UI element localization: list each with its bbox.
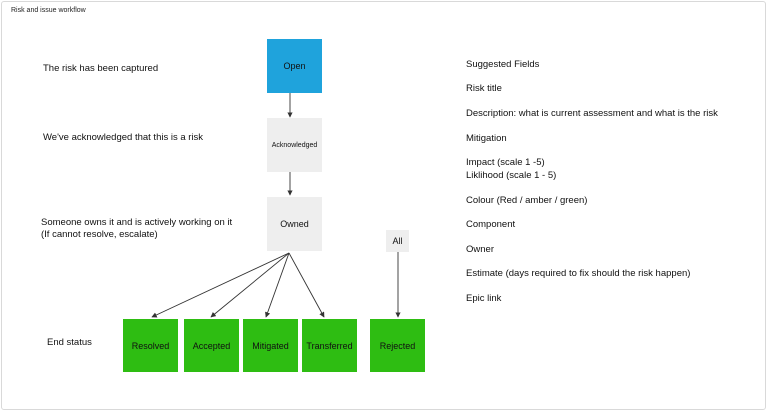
field-impact: Impact (scale 1 -5) (466, 157, 545, 168)
suggested-fields-heading: Suggested Fields (466, 59, 540, 70)
field-owner: Owner (466, 244, 494, 255)
arrow-owned-to-mitigated (265, 252, 290, 318)
field-colour: Colour (Red / amber / green) (466, 195, 588, 206)
stage-acknowledged-description: We've acknowledged that this is a risk (43, 132, 204, 143)
field-component: Component (466, 219, 516, 230)
frame-title: Risk and issue workflow (11, 7, 86, 14)
field-description: Description: what is current assessment … (466, 108, 718, 119)
field-risk-title: Risk title (466, 83, 502, 94)
status-owned-node[interactable]: Owned (267, 197, 322, 251)
field-estimate: Estimate (days required to fix should th… (466, 268, 691, 279)
arrow-owned-to-accepted (210, 252, 290, 318)
end-status-transferred[interactable]: Transferred (302, 319, 357, 372)
stage-owned-description-line2: (If cannot resolve, escalate) (41, 229, 158, 240)
stage-owned-description-line1: Someone owns it and is actively working … (41, 217, 233, 228)
end-status-label: End status (47, 337, 92, 348)
arrow-owned-to-transferred (288, 252, 325, 318)
stage-owned-description: Someone owns it and is actively working … (41, 217, 232, 241)
status-acknowledged-node[interactable]: Acknowledged (267, 118, 322, 172)
field-mitigation: Mitigation (466, 133, 507, 144)
end-status-mitigated[interactable]: Mitigated (243, 319, 298, 372)
arrow-owned-to-resolved (151, 252, 290, 318)
stage-open-description: The risk has been captured (43, 63, 159, 74)
end-status-resolved[interactable]: Resolved (123, 319, 178, 372)
field-likelihood: Liklihood (scale 1 - 5) (466, 170, 557, 181)
end-status-rejected[interactable]: Rejected (370, 319, 425, 372)
all-node[interactable]: All (386, 230, 409, 252)
end-status-accepted[interactable]: Accepted (184, 319, 239, 372)
status-open-node[interactable]: Open (267, 39, 322, 93)
field-epic-link: Epic link (466, 293, 502, 304)
